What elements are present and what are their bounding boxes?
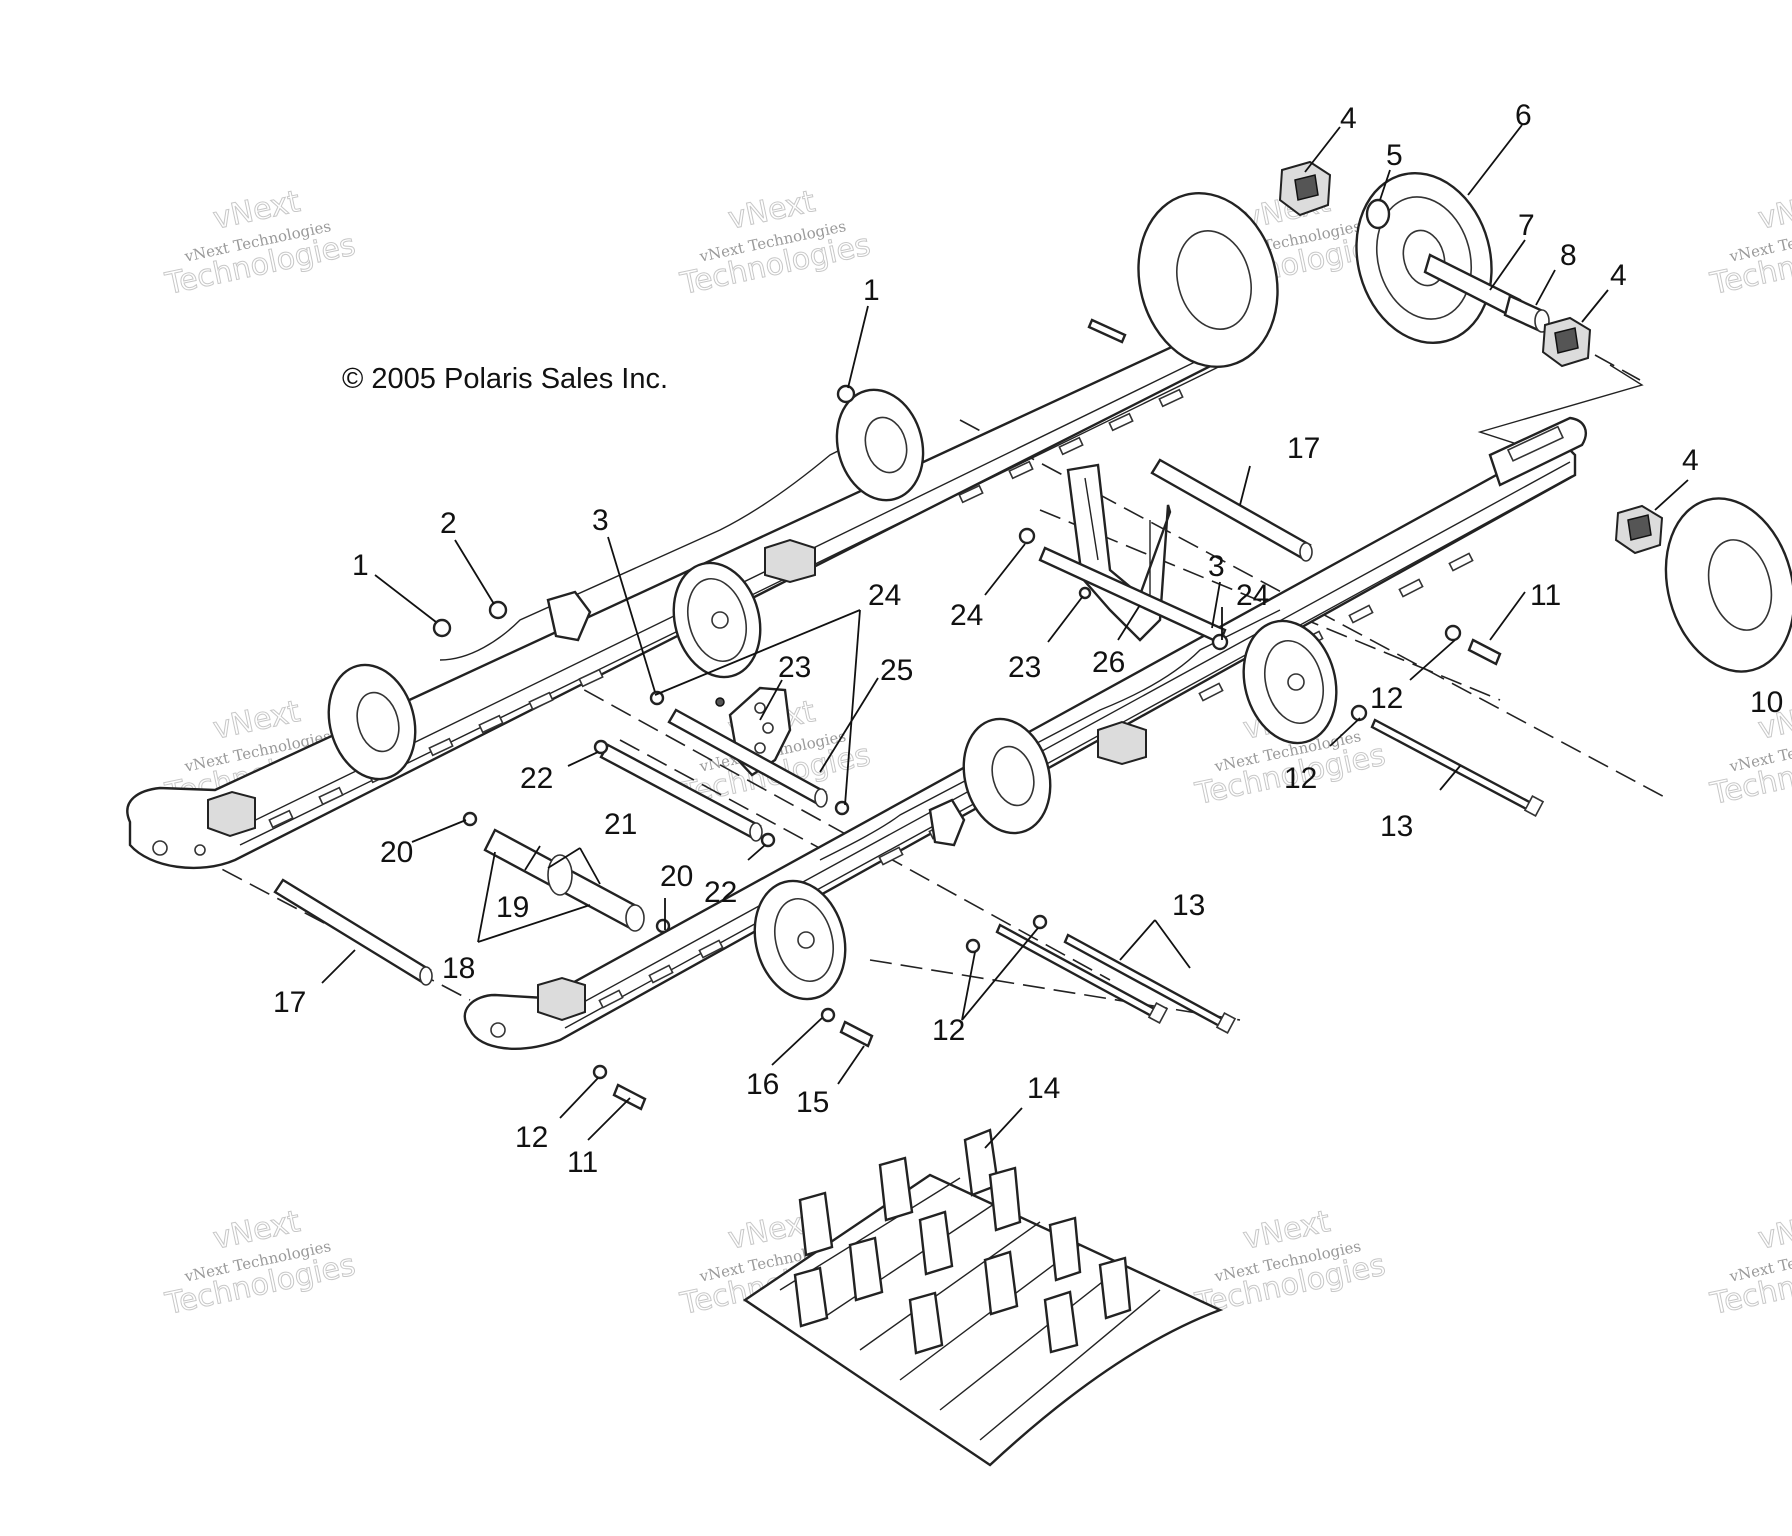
callout-3: 3 [592,504,609,537]
callout-24: 24 [1236,579,1269,612]
callout-13: 13 [1380,810,1413,843]
rear-idler-wheel [1664,497,1792,673]
idler-shaft [483,828,645,932]
callout-8: 8 [1560,239,1577,272]
callout-20: 20 [660,860,693,893]
callout-2: 2 [440,507,457,540]
watermark: vNext vNext Technologies Technologies [161,1204,359,1323]
callout-5: 5 [1386,139,1403,172]
callout-18: 18 [442,952,475,985]
wheel [1242,619,1338,745]
svg-text:vNext: vNext [1755,1204,1792,1257]
callout-22: 22 [520,762,553,795]
wheel [327,663,417,781]
wheel [1137,191,1279,369]
long-bolt [1370,718,1545,817]
svg-text:vNext: vNext [1755,184,1792,237]
track-section [742,1128,1224,1467]
callout-12: 12 [515,1121,548,1154]
callout-16: 16 [746,1068,779,1101]
cross-shaft [273,878,433,986]
watermark: vNext vNext Technologies Technologies [1706,184,1792,303]
leader-lines [321,124,1689,1149]
callout-24: 24 [950,599,983,632]
callout-22: 22 [704,876,737,909]
callout-1: 1 [863,274,880,307]
callout-25: 25 [880,654,913,687]
copyright-text: © 2005 Polaris Sales Inc. [342,363,668,395]
callout-11: 11 [1530,579,1561,612]
callout-24: 24 [868,579,901,612]
callout-12: 12 [932,1014,965,1047]
callout-15: 15 [796,1086,829,1119]
callout-23: 23 [1008,651,1041,684]
callout-11: 11 [567,1146,598,1179]
bearing-block [1278,160,1332,217]
callout-12: 12 [1370,682,1403,715]
track-lugs [793,1128,1132,1355]
callout-7: 7 [1518,209,1535,242]
callout-1: 1 [352,549,369,582]
watermark: vNext vNext Technologies Technologies [1191,1204,1389,1323]
hardware [432,384,1462,1080]
callout-23: 23 [778,651,811,684]
callout-labels: 1 1 2 3 3 4 4 4 5 6 7 8 10 11 11 12 12 1… [273,99,1783,1179]
long-bolt [1063,933,1237,1034]
callout-19: 19 [496,891,529,924]
short-bolt [612,318,1502,1111]
callout-21: 21 [604,808,637,841]
wheel [962,717,1052,835]
cross-shaft [1150,458,1313,562]
wheel [672,561,762,679]
watermark: vNext vNext Technologies Technologies [676,184,874,303]
callout-10: 10 [1750,686,1783,719]
callout-26: 26 [1092,646,1125,679]
callout-4: 4 [1340,102,1357,135]
callout-17: 17 [1287,432,1320,465]
callout-13: 13 [1172,889,1205,922]
callout-4: 4 [1610,259,1627,292]
wheel [835,388,925,502]
watermark: vNext vNext Technologies Technologies [161,184,359,303]
washer [1365,198,1391,230]
rear-axle [1423,253,1550,333]
assembly-dashed-lines [194,354,1671,1021]
rear-idler-wheel [1355,171,1493,345]
bearing-block [1541,316,1592,368]
callout-14: 14 [1027,1072,1060,1105]
watermark: vNext vNext Technologies Technologies [1706,1204,1792,1323]
callout-12: 12 [1284,762,1317,795]
callout-17: 17 [273,986,306,1019]
callout-4: 4 [1682,444,1699,477]
long-bolt [995,923,1169,1024]
callout-6: 6 [1515,99,1532,132]
wheel [753,879,847,1001]
callout-3: 3 [1208,550,1225,583]
callout-20: 20 [380,836,413,869]
cross-shaft [667,708,828,808]
bearing-block [1614,504,1664,555]
